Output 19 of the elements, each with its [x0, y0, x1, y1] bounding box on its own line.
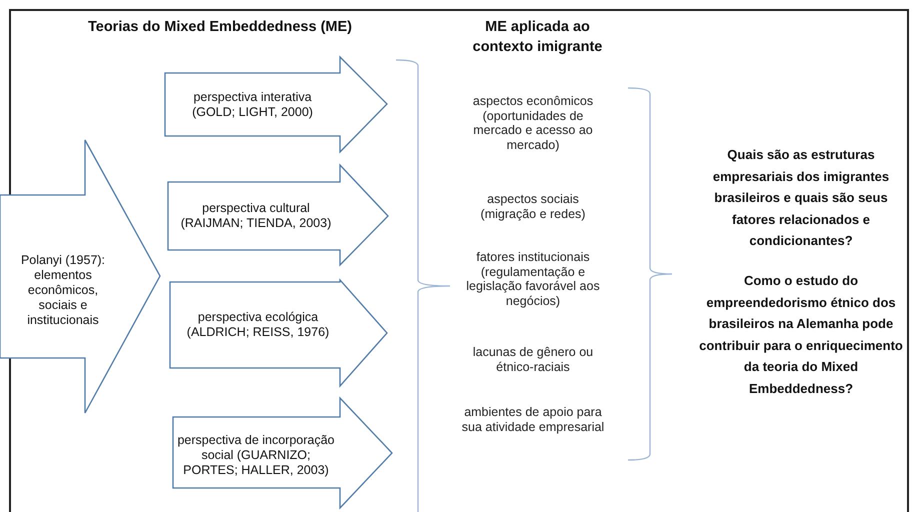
- list-item: aspectos sociais (migração e redes): [480, 192, 586, 221]
- box-text: perspectiva interativa (GOLD; LIGHT, 2000): [191, 88, 314, 121]
- list-item: fatores institucionais (regulamentação e legislação favorável aos negócios): [465, 250, 601, 308]
- column-heading: ME aplicada ao contexto imigrante: [472, 18, 604, 57]
- column-heading: Teorias do Mixed Embeddedness (ME): [86, 18, 353, 37]
- pointed-box: [168, 165, 390, 267]
- pointed-box: [170, 280, 389, 388]
- pointed-box: [173, 398, 394, 510]
- list-item: lacunas de gênero ou étnico-raciais: [472, 345, 594, 374]
- research-question: Como o estudo do empreendedorismo étnico dos brasileiros na Alemanha pode contribuir para o enriquecimento da teoria do Mixed Embeddedness?: [698, 272, 904, 398]
- pointed-box: [165, 57, 389, 154]
- pointed-box: [0, 140, 162, 415]
- list-item: ambientes de apoio para sua atividade empresarial: [460, 405, 606, 434]
- box-text: perspectiva de incorporação social (GUARNIZO; PORTES; HALLER, 2003): [176, 432, 336, 479]
- box-text: perspectiva ecológica (ALDRICH; REISS, 1976): [186, 309, 330, 341]
- box-text: Polanyi (1957): elementos econômicos, sociais e institucionais: [20, 252, 106, 328]
- research-question: Quais são as estruturas empresariais dos imigrantes brasileiros e quais são seus fatores relacionados e condicionantes?: [712, 146, 890, 250]
- box-text: perspectiva cultural (RAIJMAN; TIENDA, 2003): [180, 200, 332, 232]
- list-item: aspectos econômicos (oportunidades de mercado e acesso ao mercado): [472, 94, 594, 152]
